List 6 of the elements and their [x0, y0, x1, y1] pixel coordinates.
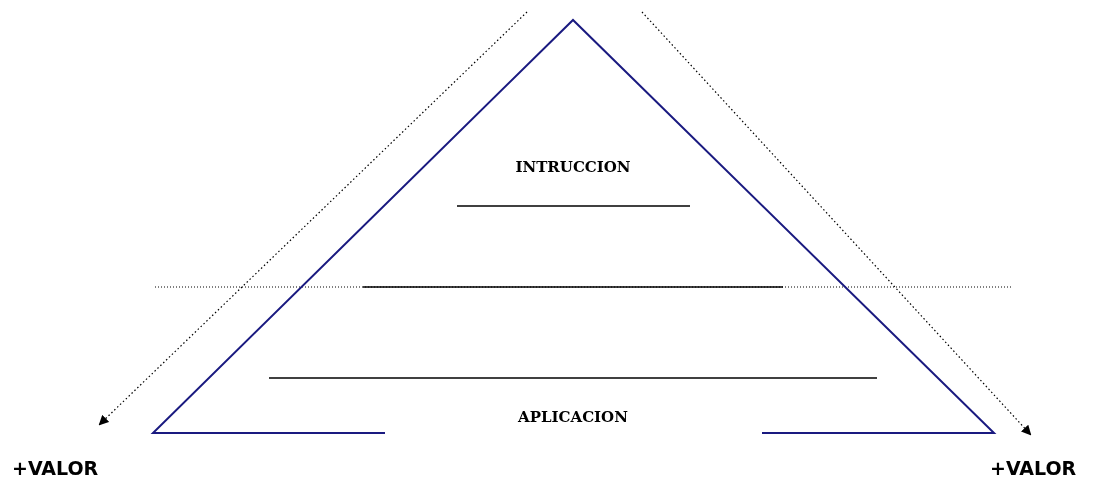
level-label: INTRUCCION	[515, 158, 631, 176]
arrow	[98, 11, 528, 426]
value-label: +VALOR	[12, 457, 102, 483]
arrow	[641, 11, 1032, 436]
value-label: +VALOR	[990, 457, 1080, 483]
level-label: APLICACION	[518, 408, 628, 426]
